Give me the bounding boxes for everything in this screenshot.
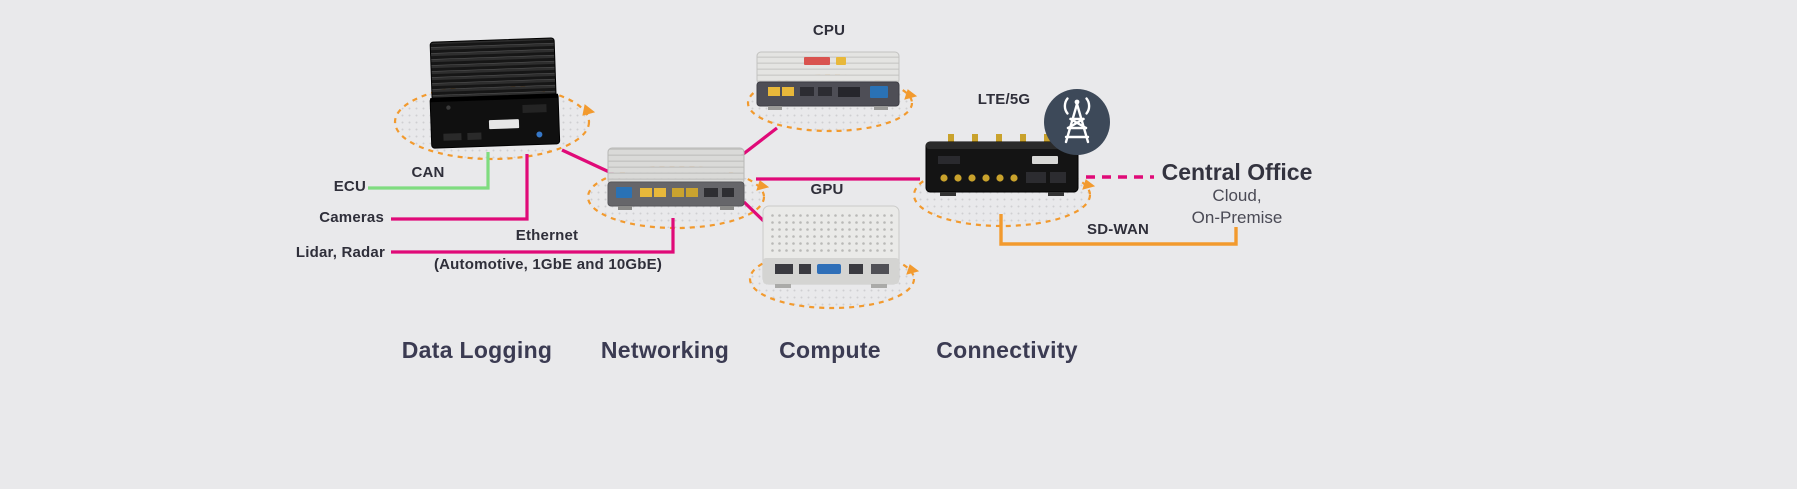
can-label: CAN [411,164,445,181]
central-office-block: Central Office Cloud, On-Premise [1156,159,1318,228]
central-office-premise: On-Premise [1191,207,1283,227]
cpu-label: CPU [812,22,846,39]
cameras-line [391,154,529,221]
sd-wan-label: SD-WAN [1086,221,1150,238]
can-line [368,152,490,190]
central-office-cloud: Cloud, [1212,186,1262,206]
lidar-radar-label: Lidar, Radar [295,244,385,261]
cameras-label: Cameras [319,209,384,226]
gpu-device [755,198,907,300]
lte-5g-label: LTE/5G [977,91,1031,108]
connectivity-device [920,122,1084,214]
data-logger-device [418,36,570,154]
ethernet-line [391,218,675,254]
networking-cpu-line [741,126,778,157]
category-label-compute: Compute [779,337,881,363]
category-label-data-logging: Data Logging [401,337,553,363]
central-office-title: Central Office [1161,159,1313,185]
sd-wan-line [999,214,1238,246]
gpu-label: GPU [810,181,844,198]
antenna-icon [1042,87,1112,157]
ethernet-label: Ethernet [515,227,579,244]
ecu-label: ECU [333,178,366,195]
networking-device [604,138,748,218]
category-label-networking: Networking [600,337,730,363]
cpu-device [752,40,904,122]
category-label-connectivity: Connectivity [936,337,1078,363]
ethernet-detail-label: (Automotive, 1GbE and 10GbE) [433,256,663,273]
